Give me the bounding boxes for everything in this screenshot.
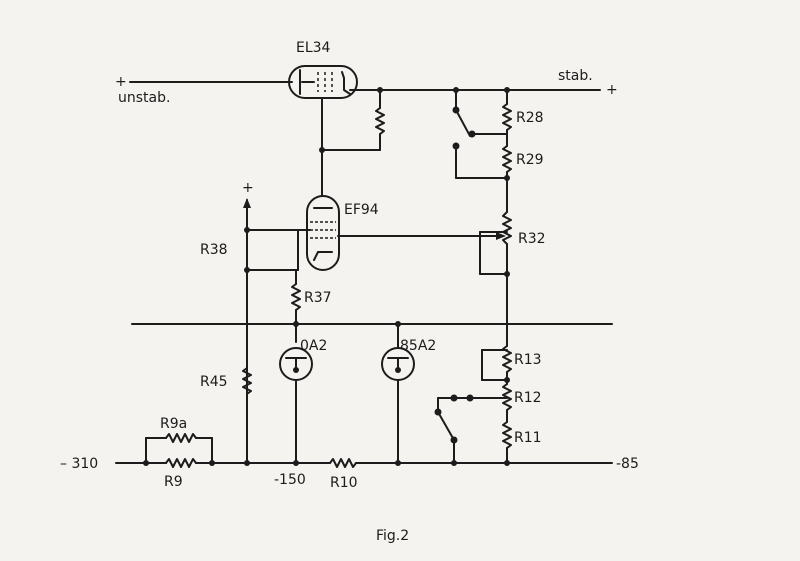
r29-label: R29 (516, 152, 544, 168)
ef94-label: EF94 (344, 202, 379, 218)
resistor-r9a (165, 433, 197, 443)
stab-plus: + (606, 82, 618, 98)
figure-caption: Fig.2 (376, 528, 409, 544)
r9a-label: R9a (160, 416, 187, 432)
r38-label: R38 (200, 242, 228, 258)
stab-label: stab. (558, 68, 593, 84)
unstab-plus: + (115, 74, 127, 90)
minus-150-label: -150 (274, 472, 306, 488)
85a2-label: 85A2 (400, 338, 436, 354)
resistor-r10 (329, 458, 357, 468)
upper-switch (452, 87, 508, 179)
resistor-r37 (291, 283, 301, 311)
minus-310-label: – 310 (60, 456, 98, 472)
el34-label: EL34 (296, 40, 331, 56)
potentiometer-r32 (502, 211, 512, 245)
r45-label: R45 (200, 374, 228, 390)
resistor-r11 (502, 421, 512, 449)
r28-label: R28 (516, 110, 544, 126)
grid-resistor (375, 107, 385, 135)
r11-label: R11 (514, 430, 542, 446)
resistor-r45 (242, 367, 252, 395)
r13-label: R13 (514, 352, 542, 368)
minus-85-label: -85 (616, 456, 639, 472)
positive-rail-plus: + (242, 180, 254, 196)
unstab-label: unstab. (118, 90, 170, 106)
resistor-r28 (502, 103, 512, 131)
resistor-r9 (165, 458, 197, 468)
r10-label: R10 (330, 475, 358, 491)
resistor-r29 (502, 145, 512, 173)
ef94-tube (306, 195, 340, 271)
r32-label: R32 (518, 231, 546, 247)
r9-label: R9 (164, 474, 183, 490)
r12-label: R12 (514, 390, 542, 406)
oa2-label: 0A2 (300, 338, 327, 354)
el34-tube (288, 65, 358, 99)
lower-switch (434, 394, 508, 466)
r37-label: R37 (304, 290, 332, 306)
